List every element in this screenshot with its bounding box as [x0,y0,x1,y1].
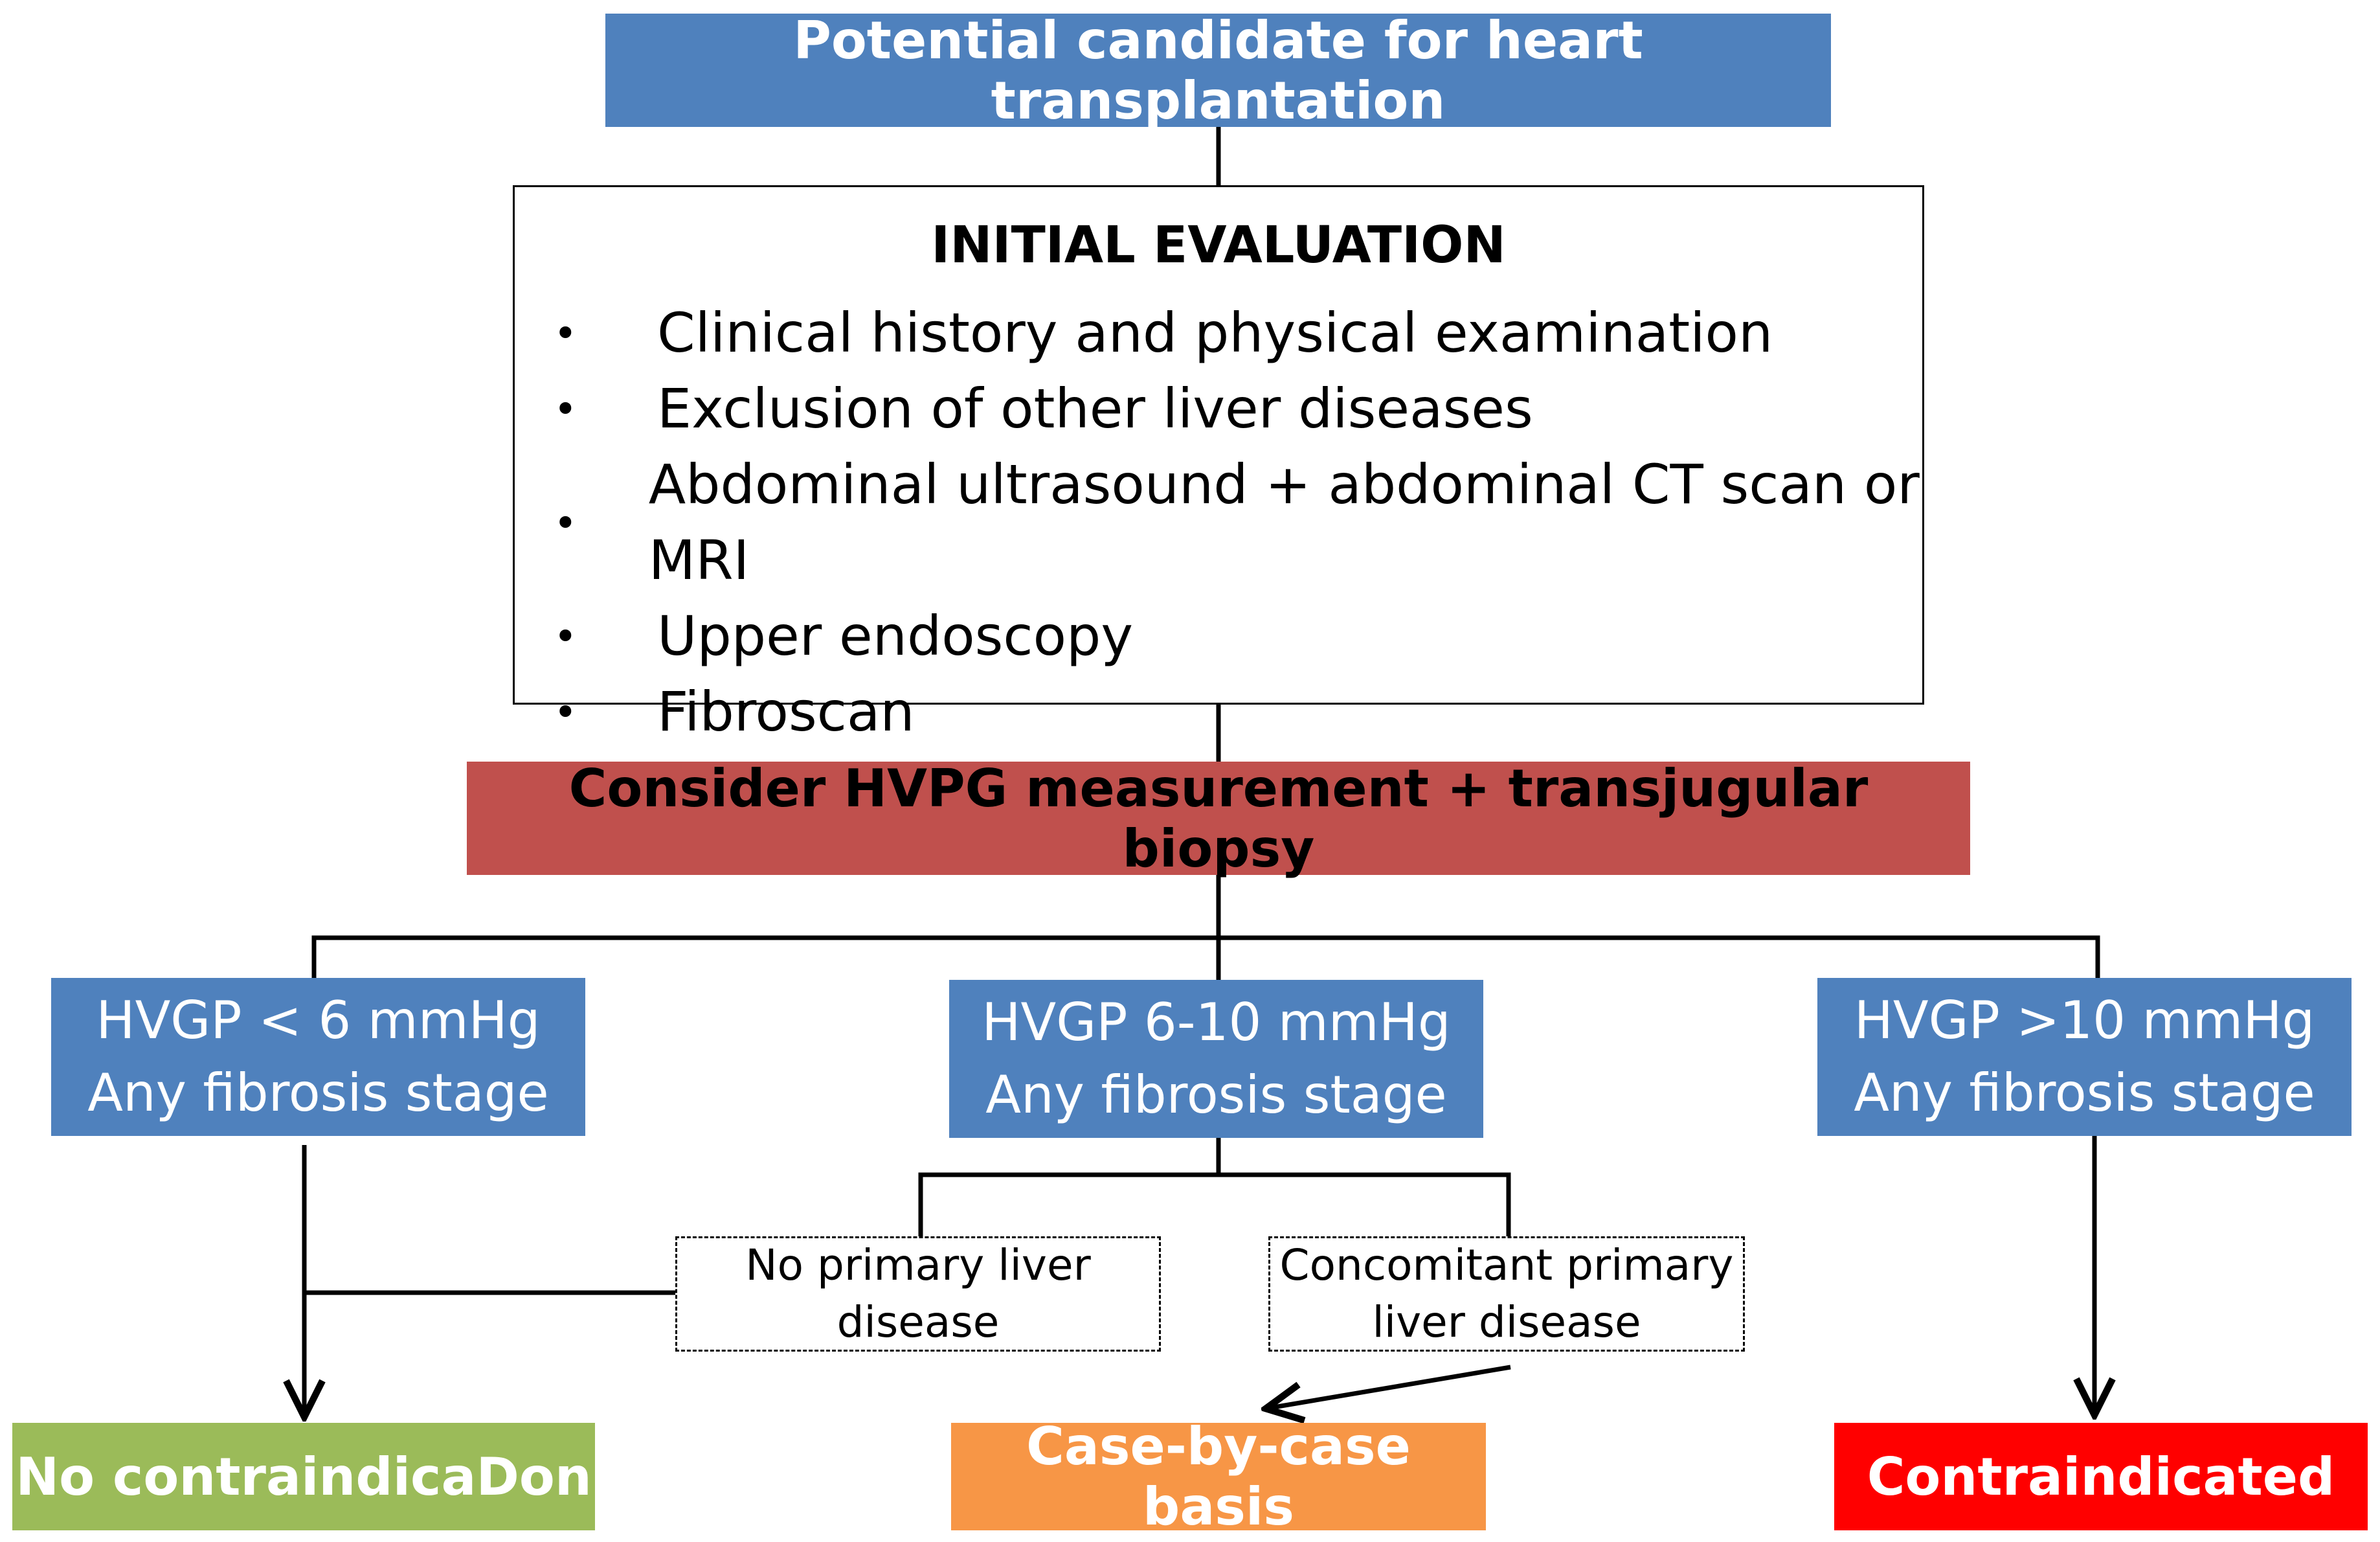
list-item: • Fibroscan [554,674,1922,750]
list-item: • Abdominal ultrasound + abdominal CT sca… [554,447,1922,598]
branch-fibrosis-label: Any fibrosis stage [985,1065,1447,1125]
sub-branch-no-primary-liver-disease: No primary liver disease [675,1236,1161,1352]
list-item: • Exclusion of other liver diseases [554,371,1922,447]
sub-branch-label-line1: Concomitant primary [1279,1240,1734,1290]
initial-evaluation-list: • Clinical history and physical examinati… [515,295,1922,750]
outcome-no-contraindication: No contraindicaDon [12,1423,595,1530]
initial-evaluation-title: INITIAL EVALUATION [931,216,1506,275]
start-node: Potential candidate for heart transplant… [605,10,1831,131]
sub-branch-label-line1: No primary liver [745,1240,1091,1290]
evaluation-item-label: Exclusion of other liver diseases [657,377,1533,440]
bullet-icon: • [554,499,578,547]
branch-hvgp-low: HVGP < 6 mmHg Any fibrosis stage [51,978,585,1136]
bullet-icon: • [554,310,578,357]
bullet-icon: • [554,385,578,433]
branch-fibrosis-label: Any fibrosis stage [87,1063,549,1123]
branch-threshold-label: HVGP < 6 mmHg [96,990,541,1050]
outcome-label: Contraindicated [1867,1446,2335,1507]
branch-threshold-label: HVGP 6-10 mmHg [982,992,1451,1052]
hvpg-measurement-label: Consider HVPG measurement + transjugular… [568,758,1869,879]
outcome-case-by-case: Case-by-case basis [951,1416,1486,1537]
outcome-label: No contraindicaDon [16,1446,592,1507]
outcome-contraindicated: Contraindicated [1834,1423,2368,1530]
sub-branch-label-line2: liver disease [1372,1297,1641,1347]
bullet-icon: • [554,688,578,736]
evaluation-item-label: Fibroscan [657,680,915,743]
connector-mid-split-right [1218,1172,1511,1236]
bullet-icon: • [554,613,578,660]
evaluation-item-label: Upper endoscopy [657,604,1134,668]
evaluation-item-label: Abdominal ultrasound + abdominal CT scan… [648,453,1920,592]
branch-hvgp-mid: HVGP 6-10 mmHg Any fibrosis stage [949,980,1483,1138]
arrow-concomitant-to-case-by-case [1266,1365,1511,1409]
sub-branch-label-line2: disease [836,1297,1000,1347]
initial-evaluation-box: INITIAL EVALUATION • Clinical history and… [513,185,1924,743]
list-item: • Upper endoscopy [554,598,1922,674]
evaluation-item-label: Clinical history and physical examinatio… [657,301,1773,365]
branch-hvgp-high: HVGP >10 mmHg Any fibrosis stage [1817,978,2352,1136]
connector-mid-split [918,1138,1221,1236]
connector-branch-bar [311,935,2100,978]
outcome-label: Case-by-case basis [1026,1416,1411,1537]
start-node-label: Potential candidate for heart transplant… [793,10,1643,131]
sub-branch-concomitant-liver-disease: Concomitant primary liver disease [1268,1236,1745,1352]
hvpg-measurement-node: Consider HVPG measurement + transjugular… [467,758,1970,879]
branch-threshold-label: HVGP >10 mmHg [1854,990,2315,1050]
list-item: • Clinical history and physical examinati… [554,295,1922,371]
branch-fibrosis-label: Any fibrosis stage [1854,1063,2315,1123]
